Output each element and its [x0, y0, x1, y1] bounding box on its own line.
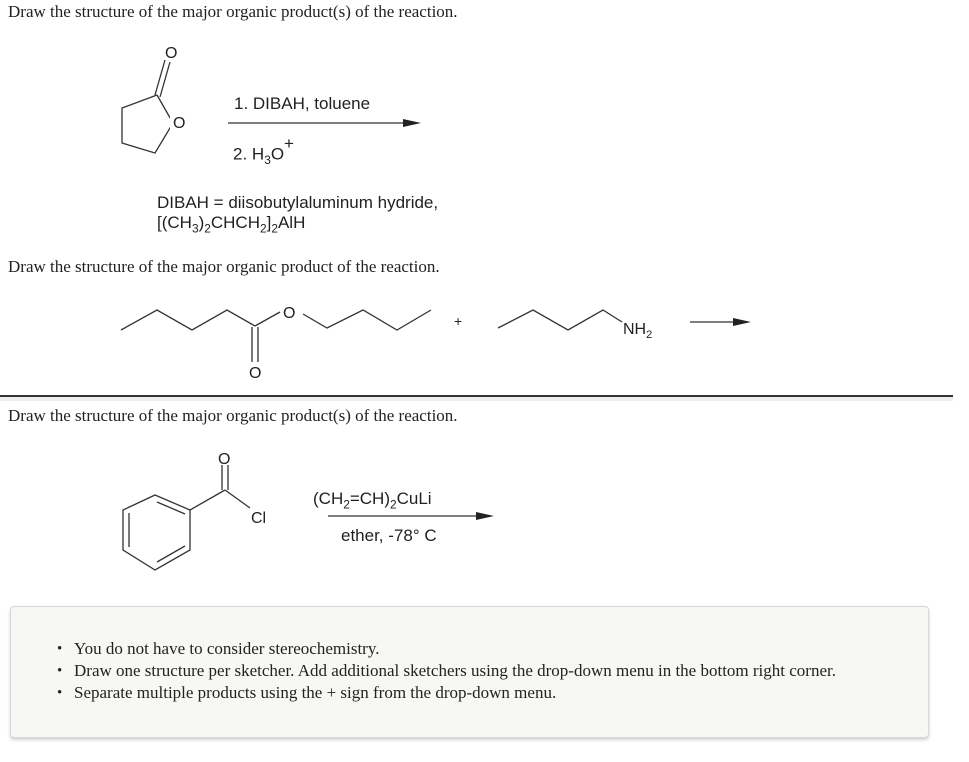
arrow-head: [733, 318, 751, 326]
dibah-formula: [(CH3)2CHCH2]2AlH: [157, 213, 306, 236]
ester-oxygen-label: O: [283, 305, 295, 322]
ester-butyl-chain: [302, 309, 432, 331]
butylamine-chain: [497, 309, 623, 331]
reagent-step2: 2. H3O+: [233, 134, 294, 168]
instruction-item: You do not have to consider stereochemis…: [57, 638, 836, 660]
reaction-conditions: ether, -78° C: [341, 526, 437, 545]
lactone-structure: O O: [121, 45, 185, 154]
section-divider-shadow: [0, 397, 953, 401]
reagent-step1: 1. DIBAH, toluene: [234, 94, 371, 113]
ester-amine-reaction: O O + NH2: [120, 305, 751, 382]
question-3-prompt: Draw the structure of the major organic …: [8, 406, 458, 425]
reaction-arrow-3: [328, 512, 494, 520]
carbonyl-oxygen-label: O: [218, 451, 230, 468]
instruction-item: Draw one structure per sketcher. Add add…: [57, 660, 836, 682]
benzoyl-chloride-structure: O Cl: [122, 451, 266, 571]
chloride-label: Cl: [251, 510, 266, 527]
instructions-panel: You do not have to consider stereochemis…: [10, 606, 929, 738]
section-divider: [0, 395, 953, 397]
ester-acyl-chain: [120, 309, 256, 331]
carbonyl-oxygen-label: O: [249, 365, 261, 382]
dibah-definition: DIBAH = diisobutylaluminum hydride,: [157, 193, 439, 212]
question-2-prompt: Draw the structure of the major organic …: [8, 257, 440, 276]
carbonyl-oxygen-label: O: [165, 45, 177, 62]
reaction-arrow: [228, 119, 421, 127]
plus-sign: +: [454, 313, 462, 329]
instruction-item: Separate multiple products using the + s…: [57, 682, 836, 704]
amine-label: NH2: [623, 321, 652, 341]
instructions-list: You do not have to consider stereochemis…: [11, 638, 836, 704]
ring-oxygen-label: O: [173, 115, 185, 132]
question-1-prompt: Draw the structure of the major organic …: [8, 2, 458, 21]
cuprate-reagent: (CH2=CH)2CuLi: [313, 489, 432, 512]
